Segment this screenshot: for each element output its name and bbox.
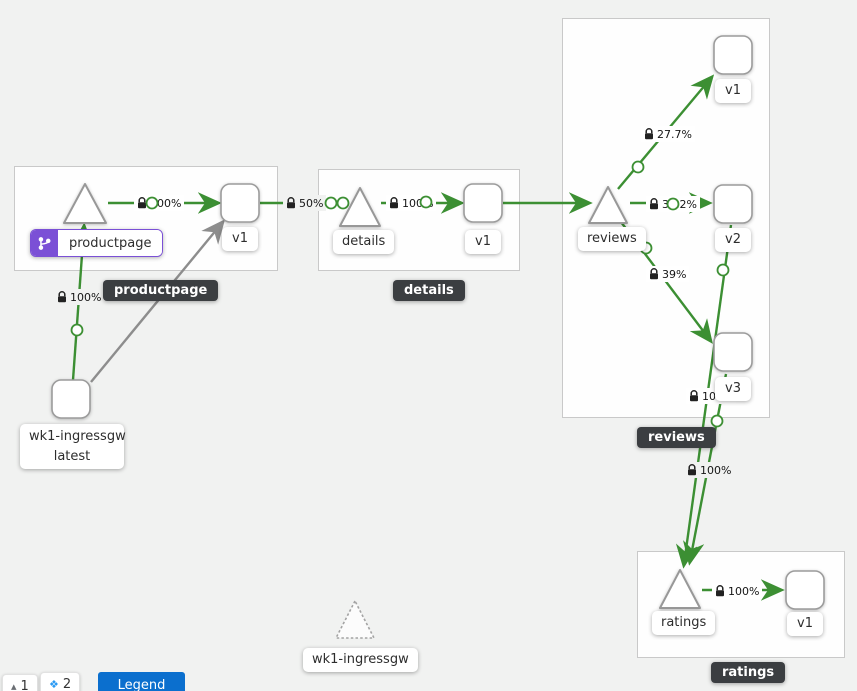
workload-node-ingressgw[interactable] [51, 379, 91, 419]
count-chip-apps[interactable]: ❖ 2 [40, 672, 81, 691]
edge-label-productpagev1-to-details: 50% [283, 195, 327, 211]
edge-label-reviews-to-v3: 39% [646, 266, 690, 282]
node-label-ingressgw-idle[interactable]: wk1-ingressgw [303, 648, 418, 673]
mtls-lock-icon [690, 390, 698, 402]
edge-label-reviewsv3-to-ratings: 100% [684, 462, 735, 478]
tooltip-details: details [393, 280, 465, 301]
node-label-productpage-v1[interactable]: v1 [222, 227, 258, 252]
mtls-lock-icon [716, 585, 724, 597]
edge-pct: 100% [150, 196, 182, 210]
triangle-count-icon: ▴ [11, 680, 17, 691]
productpage-service-label: productpage [58, 230, 163, 256]
edge-pct: 27.7% [657, 127, 692, 141]
mtls-lock-icon [688, 464, 696, 476]
mtls-lock-icon [650, 198, 658, 210]
node-label-reviews-v3[interactable]: v3 [715, 377, 751, 402]
node-label-ingressgw-workload[interactable]: wk1-ingressgw latest [20, 424, 126, 469]
ingressgw-name: wk1-ingressgw [29, 429, 126, 444]
count-chip-services[interactable]: ▴ 1 [2, 674, 38, 691]
edge-label-reviews-to-v1: 27.7% [641, 126, 695, 142]
ingressgw-version: latest [53, 448, 91, 464]
node-label-reviews[interactable]: reviews [578, 227, 646, 252]
node-label-productpage-service[interactable]: productpage [30, 229, 164, 257]
group-box-ratings[interactable] [637, 551, 845, 658]
edge-pct: 100% [70, 290, 102, 304]
node-label-reviews-v1[interactable]: v1 [715, 79, 751, 104]
count-value: 1 [20, 679, 29, 691]
edge-label-ratings-to-v1: 100% [712, 583, 763, 599]
tooltip-productpage: productpage [103, 280, 219, 301]
virtual-service-icon [31, 230, 58, 256]
tooltip-ratings: ratings [711, 662, 786, 683]
edge-waypoint [70, 323, 84, 337]
group-box-reviews[interactable] [562, 18, 770, 418]
edge-pct: 100% [402, 196, 434, 210]
node-label-ratings[interactable]: ratings [652, 611, 716, 636]
edge-pct: 100% [728, 584, 760, 598]
edge-pct: 39% [662, 267, 687, 281]
group-box-details[interactable] [318, 169, 520, 271]
mtls-lock-icon [287, 197, 295, 209]
edge-pct: 100% [700, 463, 732, 477]
mtls-lock-icon [390, 197, 398, 209]
edge-label-ingress-to-productpage: 100% [54, 289, 105, 305]
node-label-details[interactable]: details [333, 230, 395, 255]
mtls-lock-icon [650, 268, 658, 280]
tooltip-reviews: reviews [637, 427, 716, 448]
node-label-ratings-v1[interactable]: v1 [787, 612, 823, 637]
edge-label-details-to-v1: 100% [386, 195, 437, 211]
node-label-reviews-v2[interactable]: v2 [715, 228, 751, 253]
service-node-ingressgw-idle[interactable] [335, 600, 375, 639]
node-label-details-v1[interactable]: v1 [465, 230, 501, 255]
edge-pct: 50% [299, 196, 324, 210]
edge-label-reviews-to-v2: 33.2% [646, 196, 700, 212]
mtls-lock-icon [58, 291, 66, 303]
count-value: 2 [62, 677, 72, 691]
mtls-lock-icon [138, 197, 146, 209]
edge-pct: 33.2% [662, 197, 697, 211]
edge-label-productpage-to-v1: 100% [134, 195, 185, 211]
mtls-lock-icon [645, 128, 653, 140]
legend-button[interactable]: Legend [98, 672, 185, 691]
app-count-icon: ❖ [49, 678, 59, 691]
